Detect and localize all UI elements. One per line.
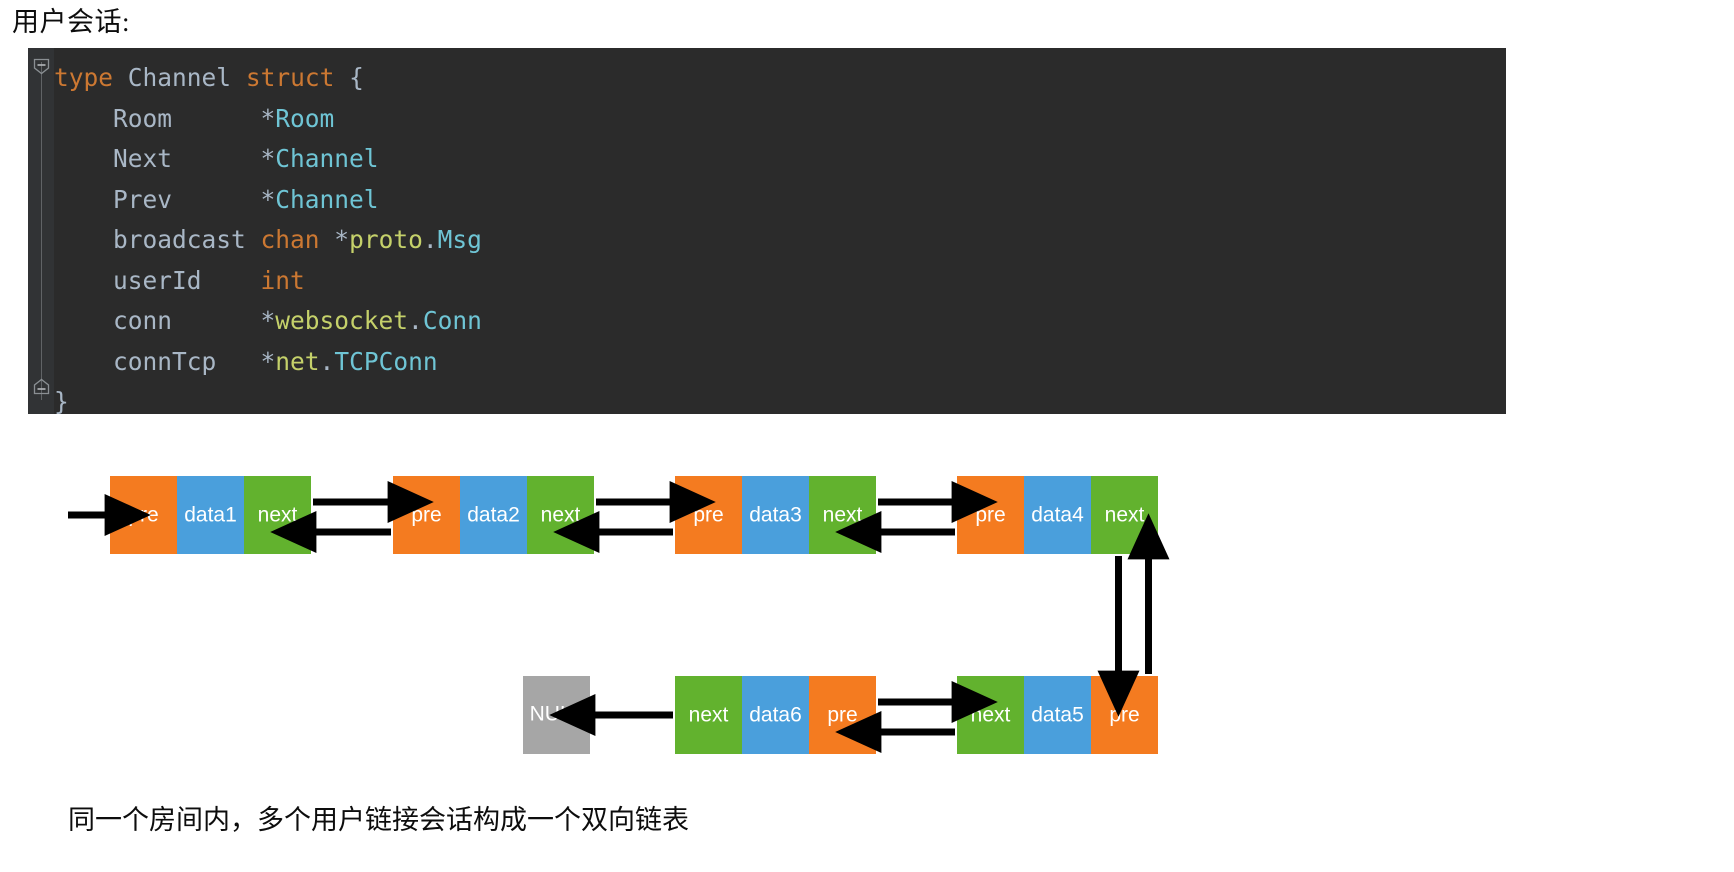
node-cell-next (675, 676, 742, 754)
code-token: * (260, 184, 276, 214)
node-cell-label: pre (128, 504, 158, 527)
code-token: websocket (275, 306, 409, 335)
code-token: Next (54, 144, 261, 173)
code-line: Prev *Channel (54, 180, 482, 221)
code-token: net (275, 346, 320, 376)
node-cell-label: next (689, 704, 729, 727)
node-cell-data (460, 476, 527, 554)
code-token: chan (260, 225, 320, 254)
code-line: connTcp *net.TCPConn (54, 342, 482, 383)
node-cell-label: next (823, 504, 863, 527)
code-token (113, 63, 128, 92)
code-token: TCPConn (334, 346, 438, 376)
code-token: Room (275, 103, 335, 133)
linked-list-diagram: NULL pre data1 next pre data2 next pre data3 next… (68, 428, 1224, 790)
list-node: pre data2 next (393, 476, 594, 554)
node-cell-data (177, 476, 244, 554)
list-node: next data5 pre (957, 676, 1158, 754)
code-token: * (260, 306, 276, 335)
node-cell-label: data3 (749, 504, 802, 527)
code-token: } (54, 387, 69, 414)
list-node: pre data3 next (675, 476, 876, 554)
code-token: type (54, 63, 114, 92)
node-cell-label: data5 (1031, 704, 1084, 727)
code-token: connTcp (54, 346, 261, 376)
node-cell-label: next (258, 504, 298, 527)
code-line: conn *websocket.Conn (54, 301, 482, 342)
code-token: Channel (275, 144, 379, 173)
code-token: struct (245, 63, 335, 92)
node-cell-label: next (1105, 504, 1145, 527)
code-token (320, 225, 335, 254)
code-token: Channel (127, 63, 232, 92)
code-token: proto (349, 225, 423, 254)
list-node: pre data4 next (957, 476, 1158, 554)
code-token: Conn (422, 306, 482, 335)
code-content[interactable]: type Channel struct { Room *Room Next *C… (54, 58, 482, 414)
null-label: NULL (530, 703, 584, 726)
node-cell-label: pre (827, 704, 857, 727)
node-cell-label: pre (693, 504, 723, 527)
code-token: . (319, 346, 335, 376)
code-token: int (260, 265, 305, 295)
node-cell-label: data6 (749, 704, 802, 727)
node-cell-label: next (541, 504, 581, 527)
node-cell-label: pre (411, 504, 441, 527)
code-token: Msg (437, 225, 482, 254)
code-token: * (334, 225, 350, 254)
node-cell-data (1024, 476, 1091, 554)
node-cell-label: pre (1109, 704, 1139, 727)
code-line: Next *Channel (54, 139, 482, 180)
code-gutter[interactable] (28, 48, 54, 414)
code-line: broadcast chan *proto.Msg (54, 220, 482, 261)
node-cell-label: data1 (184, 504, 237, 527)
arrows-layer (68, 480, 1170, 754)
code-token: Room (54, 103, 261, 133)
fold-collapse-icon[interactable] (33, 58, 50, 75)
code-token: * (260, 103, 276, 133)
code-token: . (422, 225, 438, 254)
code-token: { (349, 63, 364, 92)
node-cell-data (1024, 676, 1091, 754)
code-line: Room *Room (54, 99, 482, 140)
node-cell-label: data4 (1031, 504, 1084, 527)
code-block: type Channel struct { Room *Room Next *C… (28, 48, 1506, 414)
node-cell-label: next (971, 704, 1011, 727)
code-line: userId int (54, 261, 482, 302)
fold-region-line (41, 62, 42, 400)
code-token: broadcast (54, 225, 261, 254)
node-cell-label: data2 (467, 504, 520, 527)
list-node: next data6 pre (675, 676, 876, 754)
code-token: . (408, 306, 423, 335)
code-token: Prev (54, 184, 261, 214)
code-token: * (260, 346, 276, 376)
code-token: * (260, 144, 276, 173)
list-node: pre data1 next (110, 476, 311, 554)
code-token (334, 63, 349, 92)
fold-end-icon[interactable] (33, 378, 50, 395)
node-cell-label: pre (975, 504, 1005, 527)
node-cell-data (742, 676, 809, 754)
page-title: 用户会话: (12, 7, 131, 37)
code-token: conn (54, 306, 261, 335)
null-node: NULL (523, 676, 590, 754)
diagram-caption: 同一个房间内，多个用户链接会话构成一个双向链表 (68, 805, 689, 835)
code-token: userId (54, 265, 261, 295)
node-cell-data (742, 476, 809, 554)
code-token (231, 63, 246, 92)
code-line: type Channel struct { (54, 58, 482, 99)
code-line: } (54, 382, 482, 414)
linked-list-svg: NULL pre data1 next pre data2 next pre data3 next… (68, 476, 1170, 754)
code-token: Channel (275, 184, 379, 214)
